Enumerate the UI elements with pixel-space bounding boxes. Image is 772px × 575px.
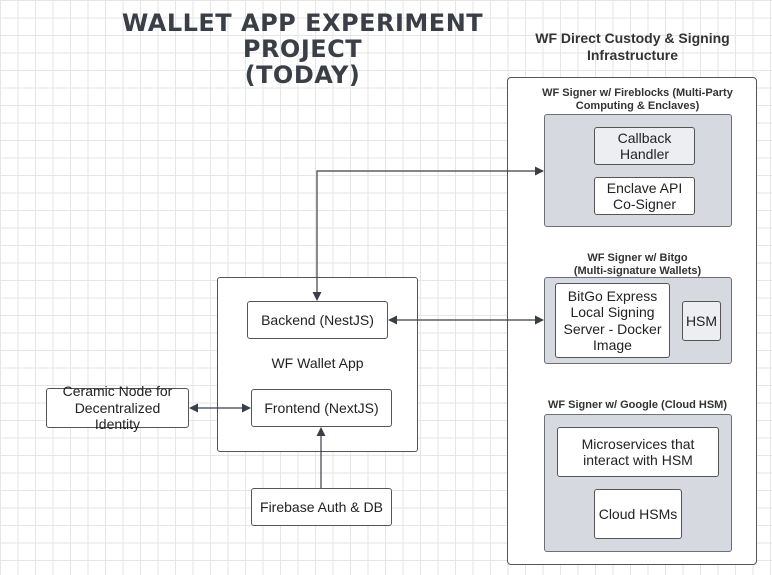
enclave-cosigner-box[interactable]: Enclave API Co-Signer [594,177,695,215]
bitgo-hsm-box[interactable]: HSM [682,301,721,341]
wallet-app-label: WF Wallet App [271,355,364,371]
frontend-box[interactable]: Frontend (NextJS) [251,389,392,427]
backend-box[interactable]: Backend (NestJS) [247,301,388,339]
backend-fireblocks-connector [312,166,544,301]
firebase-box[interactable]: Firebase Auth & DB [251,488,392,526]
cloud-hsms-box[interactable]: Cloud HSMs [594,489,682,539]
google-label: WF Signer w/ Google (Cloud HSM) [547,399,728,411]
bitgo-label: WF Signer w/ Bitgo (Multi-signature Wall… [573,252,702,277]
callback-handler-box[interactable]: Callback Handler [594,127,695,165]
microservices-box[interactable]: Microservices that interact with HSM [557,427,719,477]
custody-title: WF Direct Custody & Signing Infrastructu… [535,30,730,63]
bitgo-express-box[interactable]: BitGo Express Local Signing Server - Doc… [555,283,670,358]
diagram-title: WALLET APP EXPERIMENT PROJECT (TODAY) [121,9,484,89]
fireblocks-label: WF Signer w/ Fireblocks (Multi-Party Com… [542,87,733,112]
